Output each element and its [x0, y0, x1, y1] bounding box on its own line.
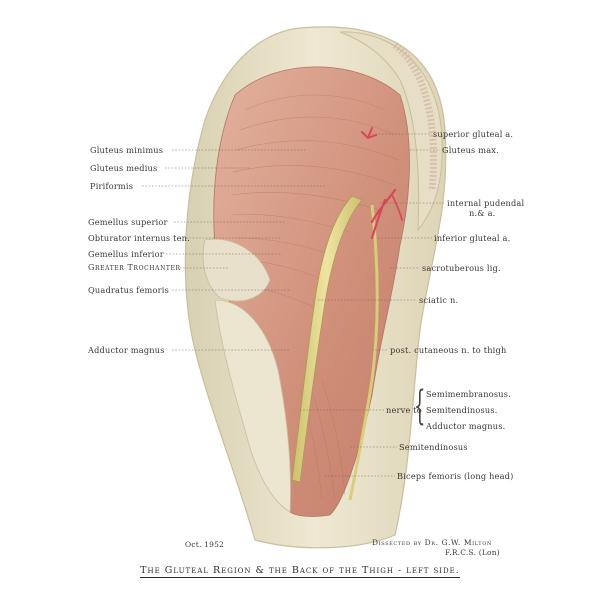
label-gluteus-medius: Gluteus medius — [90, 163, 158, 173]
dissector-credential: F.R.C.S. (Lon) — [445, 548, 500, 557]
label-sacrotuberous-ligament: sacrotuberous lig. — [422, 263, 501, 273]
label-semitendinosus-muscle: Semitendinosus — [399, 442, 468, 452]
label-sciatic-nerve: sciatic n. — [419, 295, 459, 305]
gluteus-max-reflected — [339, 31, 443, 232]
label-nerve-to: nerve to — [386, 405, 422, 415]
label-internal-pudendal: internal pudendal — [447, 198, 525, 208]
label-superior-gluteal-artery: superior gluteal a. — [433, 129, 514, 139]
gluteus-max-fringe — [392, 42, 437, 191]
label-quadratus-femoris: Quadratus femoris — [88, 285, 169, 295]
thigh-fascia — [214, 299, 291, 513]
label-semimembranosus: Semimembranosus. — [426, 389, 511, 399]
label-adductor-magnus-nerve: Adductor magnus. — [426, 421, 506, 431]
plate-title: The Gluteal Region & the Back of the Thi… — [0, 565, 600, 578]
label-internal-pudendal-na: n.& a. — [469, 208, 496, 218]
plate-title-text: The Gluteal Region & the Back of the Thi… — [140, 565, 460, 578]
label-semitendinosus: Semitendinosus. — [426, 405, 498, 415]
dissector-credit: Dissected by Dr. G.W. Milton — [372, 538, 492, 547]
label-gluteus-minimus: Gluteus minimus — [90, 145, 164, 155]
label-gemellus-inferior: Gemellus inferior — [88, 249, 164, 259]
brace-icon: { — [414, 383, 426, 429]
label-posterior-cutaneous-nerve: post. cutaneous n. to thigh — [390, 345, 507, 355]
date-note: Oct. 1952 — [185, 540, 225, 549]
label-obturator-internus: Obturator internus ten. — [88, 233, 190, 243]
superior-gluteal-artery — [361, 127, 377, 139]
label-gluteus-maximus: Gluteus max. — [442, 145, 499, 155]
label-piriformis: Piriformis — [90, 181, 134, 191]
label-biceps-femoris: Biceps femoris (long head) — [397, 471, 514, 481]
posterior-cutaneous-nerve — [348, 204, 379, 501]
label-greater-trochanter: Greater Trochanter — [88, 263, 181, 272]
label-inferior-gluteal-artery: inferior gluteal a. — [434, 233, 511, 243]
greater-trochanter — [202, 238, 271, 302]
label-gemellus-superior: Gemellus superior — [88, 217, 168, 227]
label-adductor-magnus: Adductor magnus — [88, 345, 165, 355]
sciatic-nerve — [291, 195, 363, 483]
